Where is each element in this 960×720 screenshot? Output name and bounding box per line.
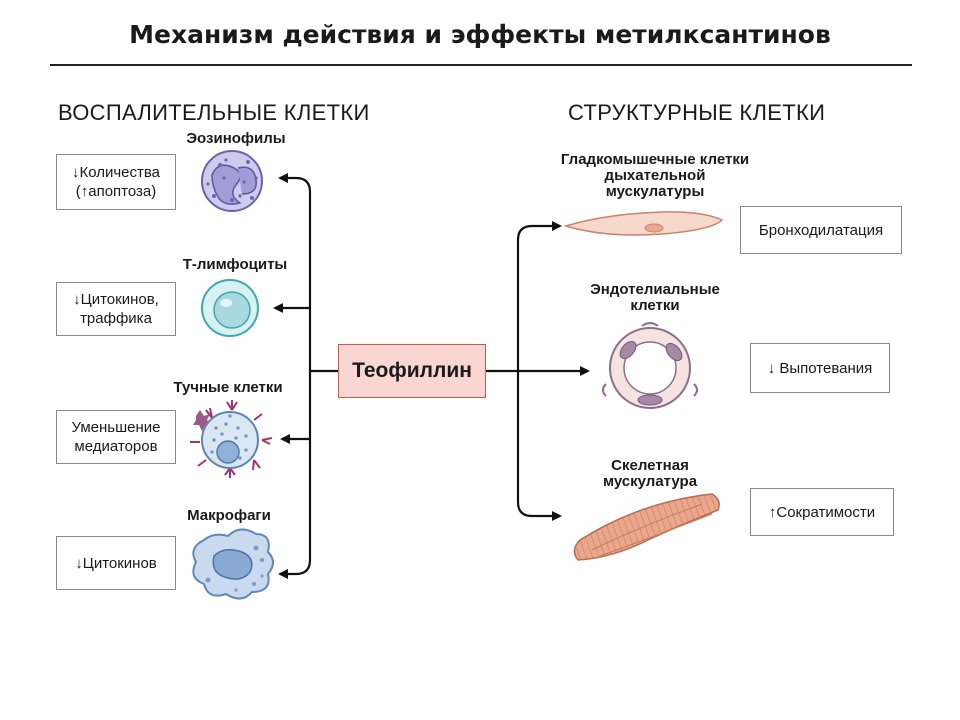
effect-line: Уменьшение bbox=[71, 419, 161, 436]
title-divider bbox=[50, 64, 912, 66]
effect-text: Выпотевания bbox=[779, 359, 873, 377]
down-arrow-icon: ↓ bbox=[73, 291, 81, 308]
drug-box: Теофиллин bbox=[338, 344, 486, 398]
effect-text: Цитокинов bbox=[82, 554, 157, 572]
right-connector bbox=[486, 221, 590, 521]
up-arrow-icon: ↑ bbox=[80, 183, 89, 200]
label-line: мускулатуры bbox=[605, 183, 705, 200]
endothelial-illustration bbox=[602, 322, 698, 409]
eosinophil-label: Эозинофилы bbox=[186, 130, 286, 147]
label-line: мускулатура bbox=[602, 473, 698, 490]
effect-line: ↓Количества bbox=[72, 163, 160, 182]
up-arrow-icon: ↑ bbox=[768, 503, 777, 521]
smooth-muscle-label: Гладкомышечные клетки дыхательной мускул… bbox=[520, 152, 790, 200]
page-title: Механизм действия и эффекты метилксантин… bbox=[129, 20, 831, 49]
effect-box-contractility: ↑Сократимости bbox=[750, 488, 894, 536]
effect-box-exudation: ↓ Выпотевания bbox=[750, 343, 890, 393]
effect-line: ↓Цитокинов, bbox=[73, 290, 159, 309]
down-arrow-icon: ↓ bbox=[75, 554, 83, 572]
effect-text: Цитокинов, bbox=[80, 291, 159, 308]
section-structural-cells: СТРУКТУРНЫЕ КЛЕТКИ bbox=[568, 100, 826, 125]
effect-box-bronchodilation: Бронходилатация bbox=[740, 206, 902, 254]
left-connector bbox=[273, 173, 338, 579]
effect-box-eosinophil: ↓Количества (↑апоптоза) bbox=[56, 154, 176, 210]
macrophage-illustration bbox=[192, 528, 274, 600]
smooth-muscle-illustration bbox=[563, 211, 724, 236]
label-line: дыхательной bbox=[604, 167, 706, 184]
effect-line: (↑апоптоза) bbox=[76, 182, 157, 201]
down-arrow-icon: ↓ bbox=[71, 164, 80, 181]
effect-box-macrophage: ↓Цитокинов bbox=[56, 536, 176, 590]
paren-open: ( bbox=[75, 183, 81, 200]
effect-line: траффика bbox=[80, 310, 152, 327]
label-line: Гладкомышечные клетки bbox=[560, 151, 750, 168]
effect-box-t-lymphocyte: ↓Цитокинов, траффика bbox=[56, 282, 176, 336]
skeletal-muscle-label: Скелетная мускулатура bbox=[570, 458, 730, 490]
t-lymphocyte-label: Т-лимфоциты bbox=[182, 256, 288, 273]
effect-line: медиаторов bbox=[74, 438, 158, 455]
label-line: клетки bbox=[630, 297, 680, 314]
label-line: Эндотелиальные bbox=[590, 281, 720, 298]
mast-cell-illustration bbox=[190, 400, 273, 478]
mast-cell-label: Тучные клетки bbox=[173, 379, 283, 396]
endothelial-label: Эндотелиальные клетки bbox=[560, 282, 750, 314]
eosinophil-illustration bbox=[201, 150, 263, 212]
effect-text: Сократимости bbox=[776, 503, 876, 521]
macrophage-label: Макрофаги bbox=[187, 507, 271, 524]
paren-close: ) bbox=[151, 183, 157, 200]
effect-text: апоптоза bbox=[88, 183, 152, 200]
label-line: Скелетная bbox=[611, 457, 689, 474]
effect-text: Количества bbox=[79, 164, 161, 181]
section-inflammatory-cells: ВОСПАЛИТЕЛЬНЫЕ КЛЕТКИ bbox=[58, 100, 370, 125]
t-lymphocyte-illustration bbox=[201, 279, 259, 337]
down-arrow-icon: ↓ bbox=[767, 359, 776, 377]
skeletal-muscle-illustration bbox=[573, 493, 720, 561]
effect-box-mast-cell: Уменьшение медиаторов bbox=[56, 410, 176, 464]
